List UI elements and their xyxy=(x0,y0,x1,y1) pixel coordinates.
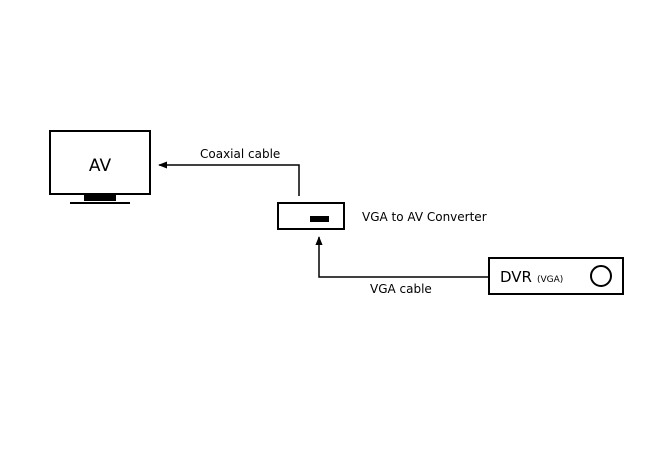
dvr-box: DVR (VGA) xyxy=(488,257,624,295)
dvr-body xyxy=(488,257,624,295)
coaxial-cable: Coaxial cable xyxy=(158,147,300,196)
converter-body xyxy=(277,202,345,230)
tv-stand-neck xyxy=(84,194,116,201)
converter-label: VGA to AV Converter xyxy=(362,210,487,224)
coaxial-cable-line xyxy=(158,161,300,196)
vga-cable: VGA cable xyxy=(315,236,488,296)
converter-port xyxy=(310,216,329,222)
tv-monitor: AV xyxy=(49,130,151,204)
tv-label: AV xyxy=(89,156,112,176)
dvr-knob-icon xyxy=(590,265,612,287)
dvr-label: DVR xyxy=(500,268,532,286)
dvr-sublabel: (VGA) xyxy=(537,275,563,285)
coaxial-cable-label: Coaxial cable xyxy=(200,147,280,161)
converter-box: VGA to AV Converter xyxy=(277,202,487,230)
vga-cable-label: VGA cable xyxy=(370,282,432,296)
vga-cable-line xyxy=(315,236,488,278)
